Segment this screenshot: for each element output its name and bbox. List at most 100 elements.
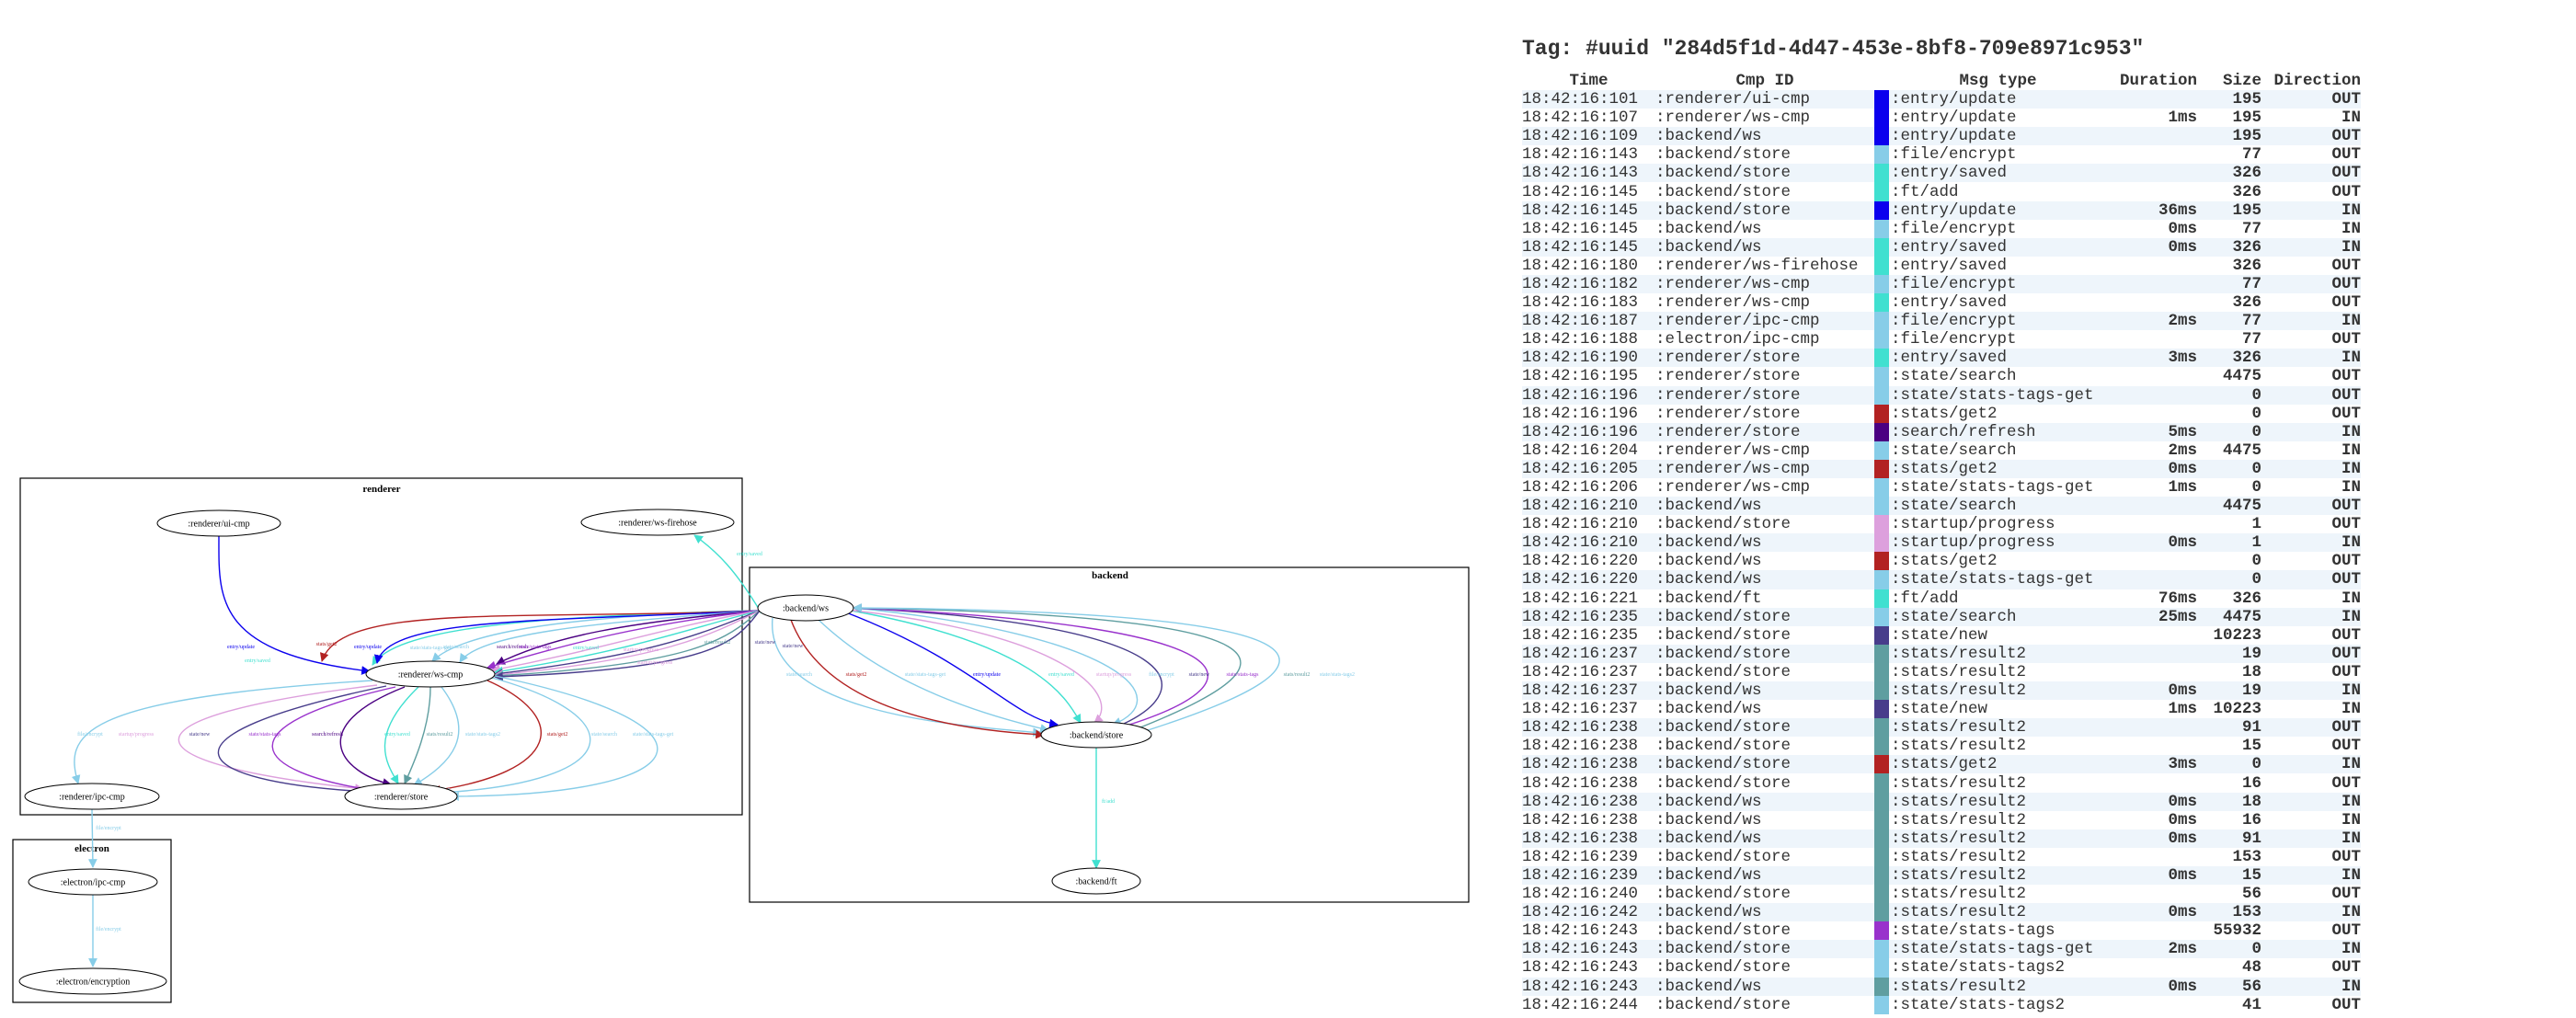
cell-cmp-id: :backend/store	[1655, 515, 1792, 534]
edge-label: stats/get2	[547, 732, 568, 738]
node-renderer-ui-cmp: :renderer/ui-cmp	[156, 509, 281, 537]
edge-label: state/new	[755, 640, 776, 646]
cell-swatch	[1874, 182, 1889, 201]
edge-label: entry/update	[354, 645, 382, 650]
cell-swatch	[1874, 995, 1889, 1014]
graph-edge	[853, 603, 1162, 725]
table-row: 18:42:16:195:renderer/store:state/search…	[1522, 367, 2361, 386]
cell-swatch	[1874, 662, 1889, 681]
edge-label: file/encrypt	[96, 825, 121, 831]
cell-swatch	[1874, 200, 1889, 220]
cell-time: 18:42:16:195	[1522, 367, 1639, 386]
cell-direction: IN	[2341, 810, 2361, 829]
msg-color-swatch	[1874, 497, 1889, 516]
cell-time: 18:42:16:145	[1522, 219, 1639, 238]
cell-msg-type: :stats/result2	[1891, 662, 2027, 681]
cell-size: 91	[2197, 718, 2261, 738]
cell-swatch	[1874, 755, 1889, 774]
cell-msg-type: :file/encrypt	[1889, 274, 2107, 294]
cell-swatch	[1874, 515, 1889, 534]
cell-time: 18:42:16:210	[1522, 497, 1655, 516]
cell-duration: 0ms	[2107, 903, 2197, 922]
graph-edge	[431, 680, 542, 795]
cell-cmp-id: :backend/store	[1655, 921, 1792, 941]
edge-label: file/encrypt	[1149, 671, 1174, 678]
cell-duration	[2107, 330, 2197, 349]
edge-label: entry/saved	[384, 732, 410, 738]
cell-msg-type: :ft/add	[1891, 589, 1959, 608]
msg-color-swatch	[1874, 330, 1889, 349]
cluster-renderer-label: renderer	[362, 484, 400, 495]
node-backend-ws: :backend/ws	[757, 594, 854, 622]
cell-swatch	[1874, 589, 1889, 608]
cell-cmp-id: :renderer/ws-cmp	[1655, 109, 1811, 128]
cell-msg-type: :stats/result2	[1889, 681, 2107, 701]
cell-time: 18:42:16:243	[1522, 921, 1639, 941]
cell-direction: IN	[2261, 977, 2361, 996]
cell-cmp-id: :renderer/ui-cmp	[1655, 90, 1874, 109]
cell-cmp-id: :backend/ws	[1655, 792, 1874, 811]
msg-color-swatch	[1874, 607, 1889, 626]
cell-msg-type: :entry/saved	[1891, 293, 2008, 313]
cell-direction: OUT	[2331, 737, 2361, 756]
cell-duration	[2107, 958, 2197, 977]
cell-msg-type: :entry/saved	[1889, 237, 2107, 257]
cell-size: 326	[2232, 182, 2261, 201]
cell-duration: 1ms	[2168, 700, 2197, 719]
cell-cmp-id: :backend/store	[1655, 625, 1792, 645]
cell-time: 18:42:16:237	[1522, 644, 1655, 663]
cell-duration: 25ms	[2107, 607, 2197, 626]
cell-direction: IN	[2261, 940, 2361, 959]
cell-direction: OUT	[2261, 274, 2361, 294]
cell-direction: OUT	[2331, 404, 2361, 423]
cell-msg-type: :entry/saved	[1891, 256, 2008, 275]
msg-color-swatch	[1874, 109, 1889, 128]
cell-swatch	[1874, 810, 1889, 829]
col-size-header: Size	[2222, 72, 2261, 90]
cell-time: 18:42:16:237	[1522, 700, 1639, 719]
cell-time: 18:42:16:238	[1522, 810, 1639, 829]
cell-time: 18:42:16:237	[1522, 681, 1655, 701]
cell-cmp-id: :backend/store	[1655, 200, 1874, 220]
cell-size: 4475	[2197, 497, 2261, 516]
graph-edge	[218, 535, 371, 675]
cell-swatch	[1874, 459, 1889, 478]
cell-swatch	[1874, 109, 1889, 128]
cell-time: 18:42:16:205	[1522, 459, 1655, 478]
cell-size: 0	[2251, 552, 2261, 571]
cell-swatch	[1874, 477, 1889, 498]
cell-size: 326	[2197, 349, 2261, 368]
edge-label: search/refresh	[312, 731, 343, 738]
table-row: 18:42:16:220:backend/ws:state/stats-tags…	[1522, 570, 2361, 589]
message-log-panel: Tag: #uuid "284d5f1d-4d47-453e-8bf8-709e…	[1522, 37, 2552, 1014]
msg-color-swatch	[1874, 681, 1889, 701]
cell-swatch	[1874, 312, 1889, 331]
cell-time: 18:42:16:188	[1522, 330, 1639, 349]
msg-color-swatch	[1874, 349, 1889, 368]
msg-color-swatch	[1874, 237, 1889, 257]
table-row: 18:42:16:210:backend/store:startup/progr…	[1522, 515, 2361, 534]
cell-swatch	[1874, 349, 1889, 368]
edge-label: state/stats-tags	[249, 732, 282, 738]
cell-size: 19	[2197, 644, 2261, 663]
cell-msg-type: :ft/add	[1891, 182, 1959, 201]
cell-time: 18:42:16:239	[1522, 847, 1639, 866]
table-row: 18:42:16:244:backend/store:state/stats-t…	[1522, 995, 2361, 1014]
edge-label: entry/update	[973, 672, 1001, 678]
cell-size: 10223	[2213, 700, 2261, 719]
cell-size: 195	[2197, 127, 2261, 146]
cell-swatch	[1874, 497, 1889, 516]
cell-swatch	[1874, 700, 1889, 719]
cell-swatch	[1874, 533, 1889, 553]
cell-size: 326	[2232, 256, 2261, 275]
cell-cmp-id: :renderer/store	[1655, 349, 1874, 368]
edge-label: state/search	[786, 672, 812, 678]
cell-direction: IN	[2261, 422, 2361, 441]
cell-duration	[2107, 848, 2197, 866]
edge-label: file/encrypt	[77, 731, 103, 738]
cell-size: 18	[2197, 792, 2261, 811]
table-row: 18:42:16:180:renderer/ws-firehose:entry/…	[1522, 256, 2361, 275]
